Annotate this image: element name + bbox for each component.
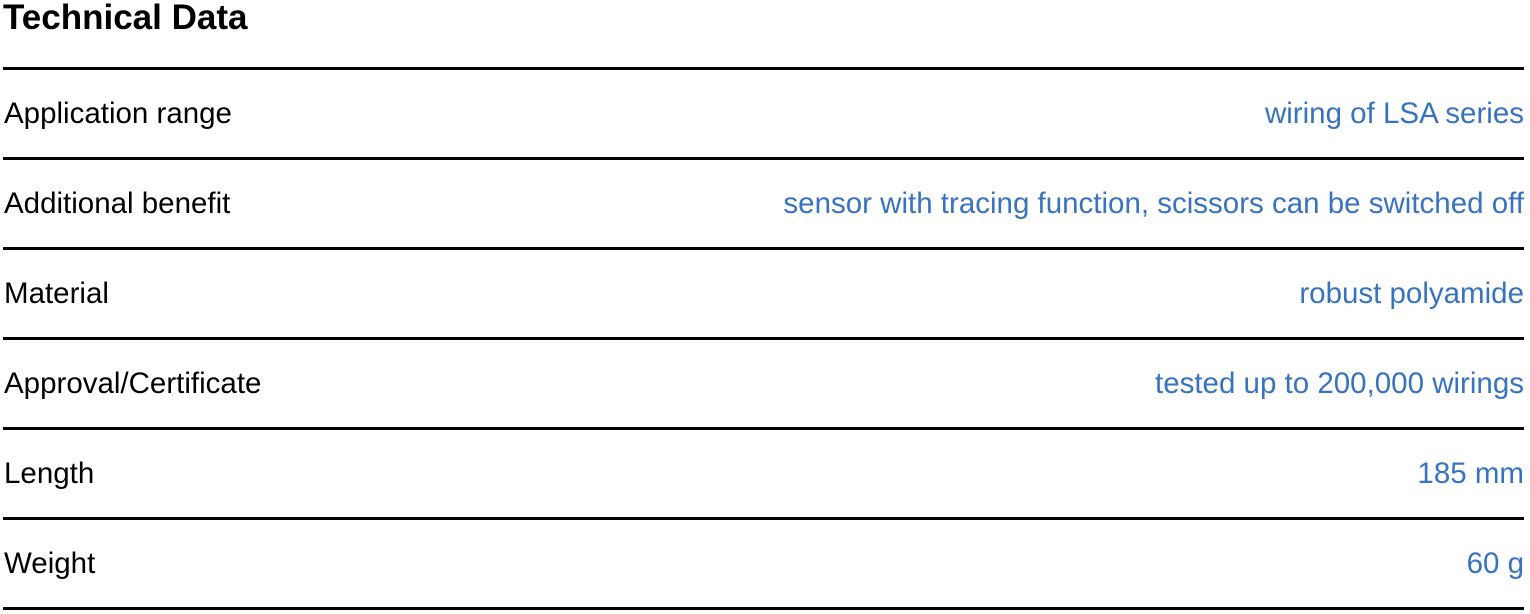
- row-label: Additional benefit: [4, 186, 231, 220]
- table-row: Length 185 mm: [3, 427, 1524, 517]
- row-label: Length: [4, 456, 95, 490]
- table-row: Application range wiring of LSA series: [3, 67, 1524, 157]
- row-label: Approval/Certificate: [4, 366, 262, 400]
- section-title: Technical Data: [3, 0, 248, 37]
- row-value: 185 mm: [1417, 456, 1524, 490]
- table-row: Weight 60 g: [3, 517, 1524, 610]
- row-value: robust polyamide: [1299, 276, 1524, 310]
- row-label: Application range: [4, 96, 232, 130]
- table-row: Material robust polyamide: [3, 247, 1524, 337]
- row-value: wiring of LSA series: [1264, 96, 1524, 130]
- row-value: sensor with tracing function, scissors c…: [783, 186, 1524, 220]
- table-row: Approval/Certificate tested up to 200,00…: [3, 337, 1524, 427]
- table-row: Additional benefit sensor with tracing f…: [3, 157, 1524, 247]
- row-label: Weight: [4, 546, 96, 580]
- row-value: tested up to 200,000 wirings: [1155, 366, 1524, 400]
- row-value: 60 g: [1466, 546, 1524, 580]
- row-label: Material: [4, 276, 109, 310]
- technical-data-table: Application range wiring of LSA series A…: [3, 67, 1524, 610]
